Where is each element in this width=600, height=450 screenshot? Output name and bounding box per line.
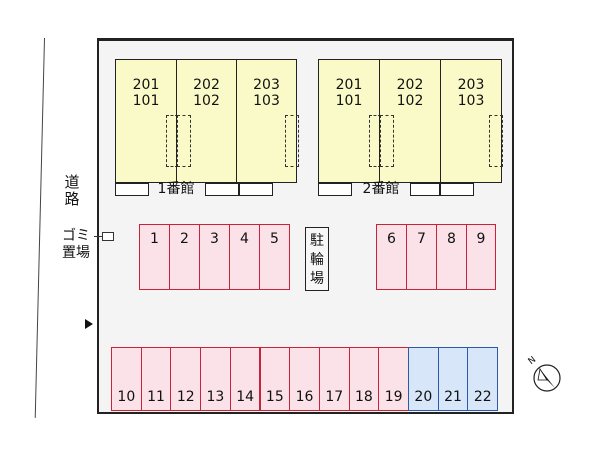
unit-number: 202 102 (177, 77, 236, 109)
parking-space-number: 14 (236, 389, 255, 405)
nameplate-box (318, 183, 352, 196)
parking-space-14: 14 (229, 347, 261, 411)
unit-upper-number: 202 (193, 77, 220, 93)
parking-space-number: 12 (176, 389, 195, 405)
trash-area-marker (102, 232, 114, 241)
parking-space-number: 15 (265, 389, 284, 405)
entrance-outline (380, 115, 394, 167)
unit-lower-number: 102 (396, 93, 424, 109)
parking-space-13: 13 (200, 347, 231, 411)
parking-space-21: 21 (437, 347, 469, 411)
compass: N (525, 355, 563, 394)
building-1-unit-1: 201 101 (115, 59, 178, 183)
unit-number: 202 102 (380, 77, 440, 109)
parking-space-3: 3 (199, 224, 230, 290)
nameplate-box (410, 183, 440, 196)
parking-space-number: 4 (240, 231, 249, 247)
unit-number: 201 101 (116, 77, 176, 109)
unit-lower-number: 102 (193, 93, 220, 109)
parking-space-number: 13 (206, 389, 225, 405)
bicycle-parking-label: 駐輪場 (310, 233, 324, 287)
entrance-outline (489, 115, 503, 167)
parking-space-22: 22 (467, 347, 499, 411)
parking-space-12: 12 (170, 347, 202, 411)
parking-space-2: 2 (169, 224, 200, 290)
parking-space-number: 10 (117, 389, 136, 405)
parking-space-number: 20 (414, 389, 433, 405)
road-edge-line (34, 38, 45, 418)
unit-number: 203 103 (441, 77, 501, 109)
parking-space-number: 7 (417, 231, 426, 247)
parking-space-number: 11 (147, 389, 165, 405)
parking-space-number: 3 (210, 231, 219, 247)
trash-label-line2: 置場 (62, 245, 90, 261)
building-1-unit-2: 202 102 (176, 59, 237, 183)
parking-space-8: 8 (436, 224, 467, 290)
unit-lower-number: 101 (335, 93, 363, 109)
parking-space-number: 19 (384, 389, 403, 405)
unit-upper-number: 203 (457, 77, 485, 93)
unit-number: 203 103 (237, 77, 296, 109)
nameplate-box (239, 183, 273, 196)
parking-space-number: 5 (270, 231, 279, 247)
building-2-unit-2: 202 102 (379, 59, 441, 183)
building-2: 201 101 202 102 203 103 (318, 59, 503, 183)
unit-lower-number: 101 (132, 93, 160, 109)
building-2-unit-3: 203 103 (440, 59, 503, 183)
parking-space-11: 11 (140, 347, 172, 411)
parking-space-15: 15 (259, 347, 291, 411)
parking-space-5: 5 (259, 224, 290, 290)
parking-row-bottom: 10 11 12 13 14 15 16 17 18 19 20 21 22 (111, 347, 499, 411)
unit-upper-number: 201 (132, 77, 160, 93)
bicycle-parking: 駐輪場 (305, 227, 329, 291)
nameplate-box (440, 183, 474, 196)
unit-upper-number: 201 (335, 77, 363, 93)
parking-space-19: 19 (378, 347, 409, 411)
unit-lower-number: 103 (457, 93, 485, 109)
building-1: 201 101 202 102 203 103 (115, 59, 299, 183)
parking-space-9: 9 (466, 224, 496, 290)
parking-space-7: 7 (406, 224, 437, 290)
parking-space-number: 1 (150, 231, 159, 247)
unit-upper-number: 202 (396, 77, 424, 93)
parking-space-10: 10 (111, 347, 142, 411)
entrance-outline (285, 115, 299, 167)
trash-label-line1: ゴミ (62, 228, 90, 244)
building-1-name: 1番館 (157, 181, 195, 197)
parking-space-number: 16 (295, 389, 314, 405)
road-label-text: 道路 (64, 173, 80, 208)
parking-space-number: 6 (387, 231, 396, 247)
parking-space-number: 22 (473, 389, 492, 405)
nameplate-box (115, 183, 149, 196)
parking-space-16: 16 (289, 347, 320, 411)
unit-lower-number: 103 (253, 93, 280, 109)
parking-space-number: 8 (447, 231, 456, 247)
trash-leader-line (94, 236, 102, 237)
unit-upper-number: 203 (253, 77, 280, 93)
compass-icon (533, 364, 561, 392)
parking-space-number: 18 (355, 389, 373, 405)
road-label: 道路 (62, 174, 82, 208)
parking-row-left: 1 2 3 4 5 (139, 224, 290, 290)
parking-row-right: 6 7 8 9 (376, 224, 496, 290)
parking-space-number: 9 (476, 231, 486, 247)
building-1-unit-3: 203 103 (236, 59, 299, 183)
parking-space-17: 17 (318, 347, 350, 411)
parking-space-1: 1 (139, 224, 170, 290)
parking-space-4: 4 (229, 224, 260, 290)
parking-space-6: 6 (376, 224, 407, 290)
entrance-arrow-icon (85, 319, 93, 329)
building-2-unit-1: 201 101 (318, 59, 381, 183)
parking-space-number: 2 (180, 231, 189, 247)
entrance-outline (177, 115, 191, 167)
trash-area-label: ゴミ 置場 (57, 228, 95, 262)
parking-space-18: 18 (348, 347, 380, 411)
building-2-name: 2番館 (362, 181, 400, 197)
parking-space-number: 21 (444, 389, 462, 405)
unit-number: 201 101 (319, 77, 379, 109)
parking-space-20: 20 (408, 347, 439, 411)
parking-space-number: 17 (325, 389, 344, 405)
nameplate-box (205, 183, 239, 196)
